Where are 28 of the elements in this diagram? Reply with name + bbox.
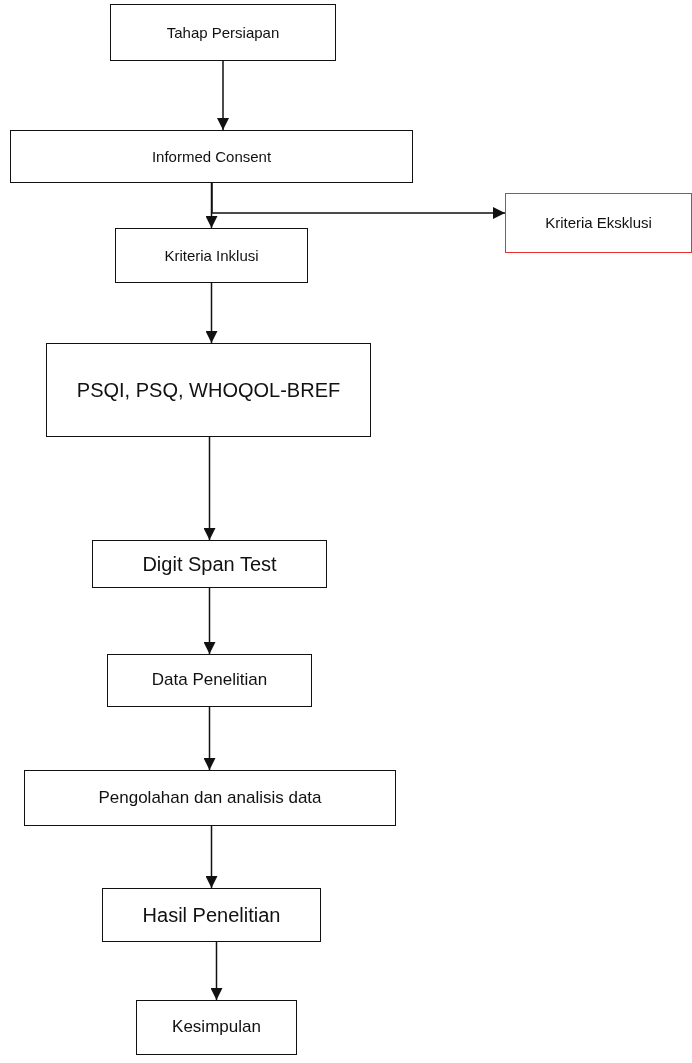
arrow	[203, 706, 216, 771]
arrow	[205, 282, 218, 344]
box-label: Digit Span Test	[142, 552, 277, 577]
process-box	[115, 228, 308, 283]
arrow	[203, 587, 216, 655]
box-label: Kesimpulan	[172, 1016, 261, 1039]
arrow	[205, 825, 218, 889]
arrow	[211, 182, 506, 219]
arrow	[210, 941, 223, 1001]
process-box	[46, 343, 371, 437]
arrow	[217, 60, 229, 131]
box-label: Pengolahan dan analisis data	[98, 786, 322, 809]
box-label: Hasil Penelitian	[142, 903, 281, 928]
arrow	[203, 436, 216, 541]
process-box	[10, 130, 413, 183]
process-box	[102, 888, 321, 942]
box-label: Kriteria Inklusi	[164, 245, 259, 266]
process-box	[92, 540, 327, 588]
process-box	[505, 193, 692, 253]
box-label: Informed Consent	[151, 146, 272, 167]
box-label: Tahap Persiapan	[166, 22, 280, 43]
process-box	[136, 1000, 297, 1055]
box-label: Kriteria Eksklusi	[545, 213, 652, 233]
process-box	[110, 4, 336, 61]
box-label: PSQI, PSQ, WHOQOL-BREF	[76, 378, 341, 403]
box-label: Data Penelitian	[151, 669, 268, 692]
process-box	[24, 770, 396, 826]
process-box	[107, 654, 312, 707]
